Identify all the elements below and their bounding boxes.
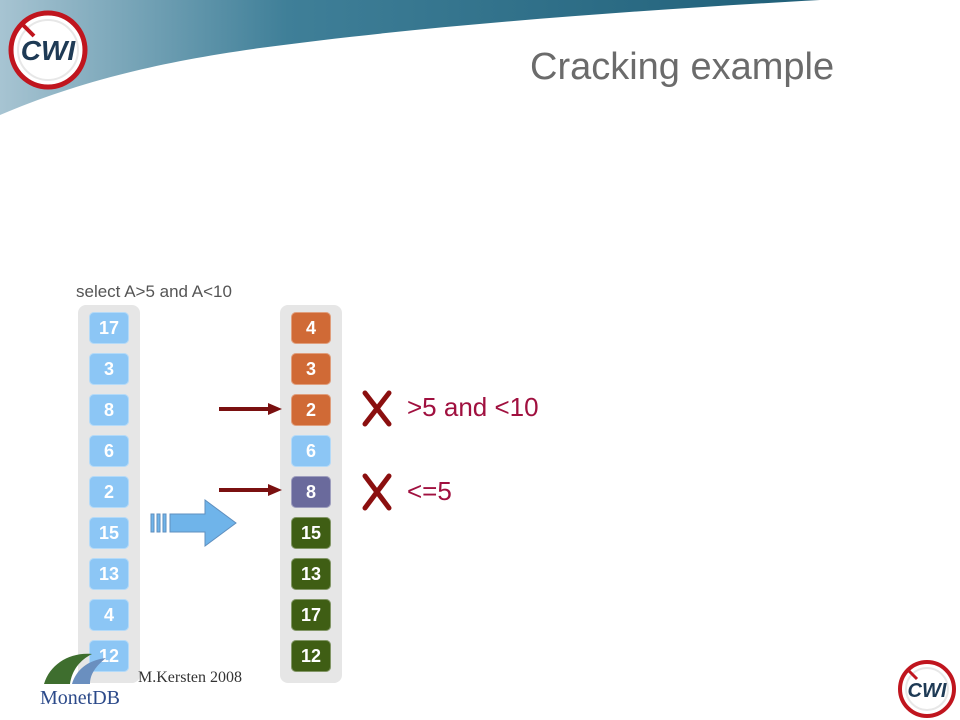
cwi-logo-bottom-text: CWI	[908, 680, 947, 702]
query-label: select A>5 and A<10	[76, 282, 232, 301]
cracked-cell: 17	[291, 599, 331, 631]
cracked-cell: 15	[291, 517, 331, 549]
original-cell: 17	[89, 312, 129, 344]
original-cell: 3	[89, 353, 129, 385]
original-cell: 4	[89, 599, 129, 631]
cracked-cell: 2	[291, 394, 331, 426]
cracked-cell: 6	[291, 435, 331, 467]
cwi-logo: CWI	[8, 10, 88, 90]
cracked-cell: 13	[291, 558, 331, 590]
cracked-cell: 4	[291, 312, 331, 344]
original-cell: 15	[89, 517, 129, 549]
cwi-logo-bottom: CWI	[898, 660, 956, 718]
monetdb-logo-text: MonetDB	[40, 687, 120, 709]
original-cell: 13	[89, 558, 129, 590]
lower-label: <=5	[407, 476, 452, 506]
cracked-cell: 3	[291, 353, 331, 385]
lower-pointer-arrow	[219, 484, 282, 496]
header-banner	[0, 0, 820, 115]
cracked-cell: 8	[291, 476, 331, 508]
cracked-cell: 12	[291, 640, 331, 672]
monetdb-logo: MonetDB	[40, 653, 120, 709]
range-x-mark-icon	[362, 390, 392, 427]
original-cell: 2	[89, 476, 129, 508]
transform-arrow-icon	[150, 499, 237, 547]
range-pointer-arrow	[219, 403, 282, 415]
footer-credit: M.Kersten 2008	[138, 669, 242, 686]
cwi-logo-text: CWI	[21, 35, 77, 66]
range-label: >5 and <10	[407, 392, 539, 422]
original-cell: 6	[89, 435, 129, 467]
page-title: Cracking example	[530, 46, 835, 88]
original-cell: 8	[89, 394, 129, 426]
lower-x-mark-icon	[362, 473, 392, 511]
